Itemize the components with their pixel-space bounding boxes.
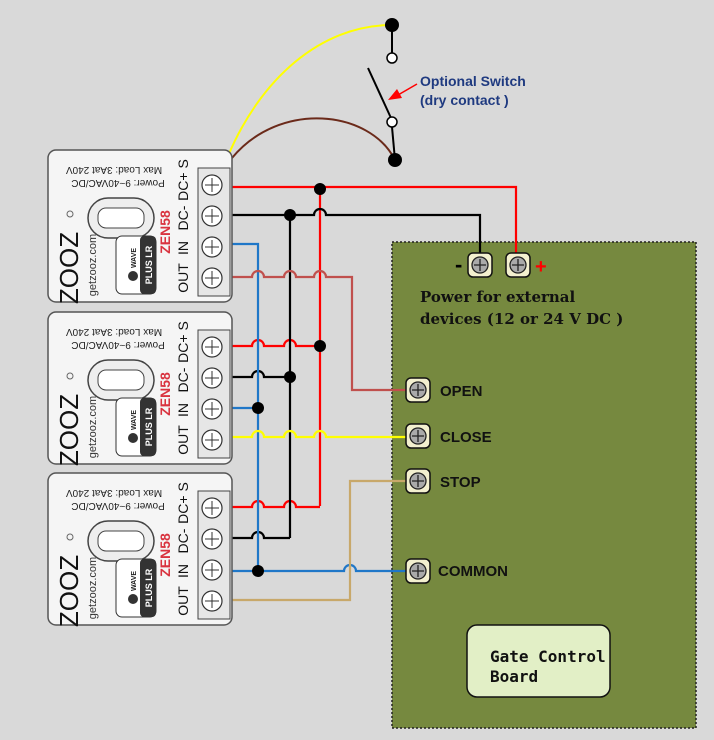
model-label: ZEN58 xyxy=(157,210,173,254)
switch-label-line1: Optional Switch xyxy=(420,73,526,89)
wire-dc-plus-m3 xyxy=(228,499,320,509)
power-rating: Power: 9~40VAC/DC xyxy=(71,339,164,350)
terminal-open xyxy=(405,377,431,403)
wires xyxy=(228,183,518,602)
zen58-module: DC+ S DC- IN OUT ZEN58 Power: 9~40VAC/DC… xyxy=(47,311,233,466)
zwave-badge: PLUS LR WAVE xyxy=(115,558,157,618)
terminal-label-in: IN xyxy=(175,403,191,417)
badge-plus-lr: PLUS LR xyxy=(144,407,154,446)
model-label: ZEN58 xyxy=(157,533,173,577)
website: getzooz.com xyxy=(87,234,99,296)
terminal-label-dcminus: DC- xyxy=(175,528,191,553)
optional-switch: Optional Switch (dry contact ) xyxy=(227,18,526,167)
wire-close xyxy=(228,429,406,439)
minus-label: - xyxy=(455,252,462,277)
plus-label: + xyxy=(535,256,547,278)
badge-wave: WAVE xyxy=(131,248,138,268)
terminal-label-in: IN xyxy=(175,241,191,255)
terminal-label-out: OUT xyxy=(175,263,191,293)
terminal-common xyxy=(405,558,431,584)
wire-dc-plus-m2 xyxy=(228,338,320,348)
badge-plus-lr: PLUS LR xyxy=(144,568,154,607)
terminal-minus xyxy=(467,252,493,278)
model-label: ZEN58 xyxy=(157,372,173,416)
badge-plus-lr: PLUS LR xyxy=(144,245,154,284)
gate-label-line2: Board xyxy=(490,667,538,686)
close-label: CLOSE xyxy=(440,429,492,446)
terminal-label-out: OUT xyxy=(175,425,191,455)
terminal-label-dcminus: DC- xyxy=(175,205,191,230)
common-label: COMMON xyxy=(438,563,508,580)
wire-dc-minus xyxy=(228,207,482,254)
switch-wire-brown xyxy=(231,117,396,161)
badge-wave: WAVE xyxy=(131,571,138,591)
max-load-rating: Max Load: 3Aat 240V xyxy=(66,164,163,175)
module-terminal-screws xyxy=(201,497,223,612)
zen58-modules: DC+ S DC- IN OUT ZEN58 Power: 9~40VAC/DC… xyxy=(47,149,233,627)
board-terminals xyxy=(405,252,531,584)
terminal-label-dcplus-s: DC+ S xyxy=(175,159,191,201)
website: getzooz.com xyxy=(87,396,99,458)
terminal-label-dcplus-s: DC+ S xyxy=(175,321,191,363)
zen58-module: DC+ S DC- IN OUT ZEN58 Power: 9~40VAC/DC… xyxy=(47,149,233,304)
badge-wave: WAVE xyxy=(131,410,138,430)
power-label-line1: Power for external xyxy=(420,288,576,306)
max-load-rating: Max Load: 3Aat 240V xyxy=(66,487,163,498)
power-rating: Power: 9~40VAC/DC xyxy=(71,177,164,188)
gate-opener-board: - + Power for external devices (12 or 24… xyxy=(391,241,697,729)
open-label: OPEN xyxy=(440,383,483,400)
module-terminal-screws xyxy=(201,336,223,451)
module-terminal-screws xyxy=(201,174,223,289)
gate-control-board: Gate Control Board xyxy=(466,624,611,698)
terminal-label-out: OUT xyxy=(175,586,191,616)
power-label-line2: devices (12 or 24 V DC ) xyxy=(420,310,623,328)
terminal-label-dcminus: DC- xyxy=(175,367,191,392)
zwave-badge: PLUS LR WAVE xyxy=(115,235,157,295)
terminal-label-in: IN xyxy=(175,564,191,578)
brand-logo: ZOOZ xyxy=(54,555,84,627)
gate-label-line1: Gate Control xyxy=(490,647,606,666)
terminal-close xyxy=(405,423,431,449)
terminal-stop xyxy=(405,468,431,494)
power-rating: Power: 9~40VAC/DC xyxy=(71,500,164,511)
wire-stop xyxy=(228,479,406,602)
zen58-module: DC+ S DC- IN OUT ZEN58 Power: 9~40VAC/DC… xyxy=(47,472,233,627)
brand-logo: ZOOZ xyxy=(54,232,84,304)
brand-logo: ZOOZ xyxy=(54,394,84,466)
website: getzooz.com xyxy=(87,557,99,619)
max-load-rating: Max Load: 3Aat 240V xyxy=(66,326,163,337)
terminal-label-dcplus-s: DC+ S xyxy=(175,482,191,524)
switch-label-line2: (dry contact ) xyxy=(420,92,509,108)
wire-open xyxy=(228,269,406,392)
terminal-plus xyxy=(505,252,531,278)
stop-label: STOP xyxy=(440,474,481,491)
zwave-badge: PLUS LR WAVE xyxy=(115,397,157,457)
switch-wire-yellow xyxy=(227,24,393,157)
